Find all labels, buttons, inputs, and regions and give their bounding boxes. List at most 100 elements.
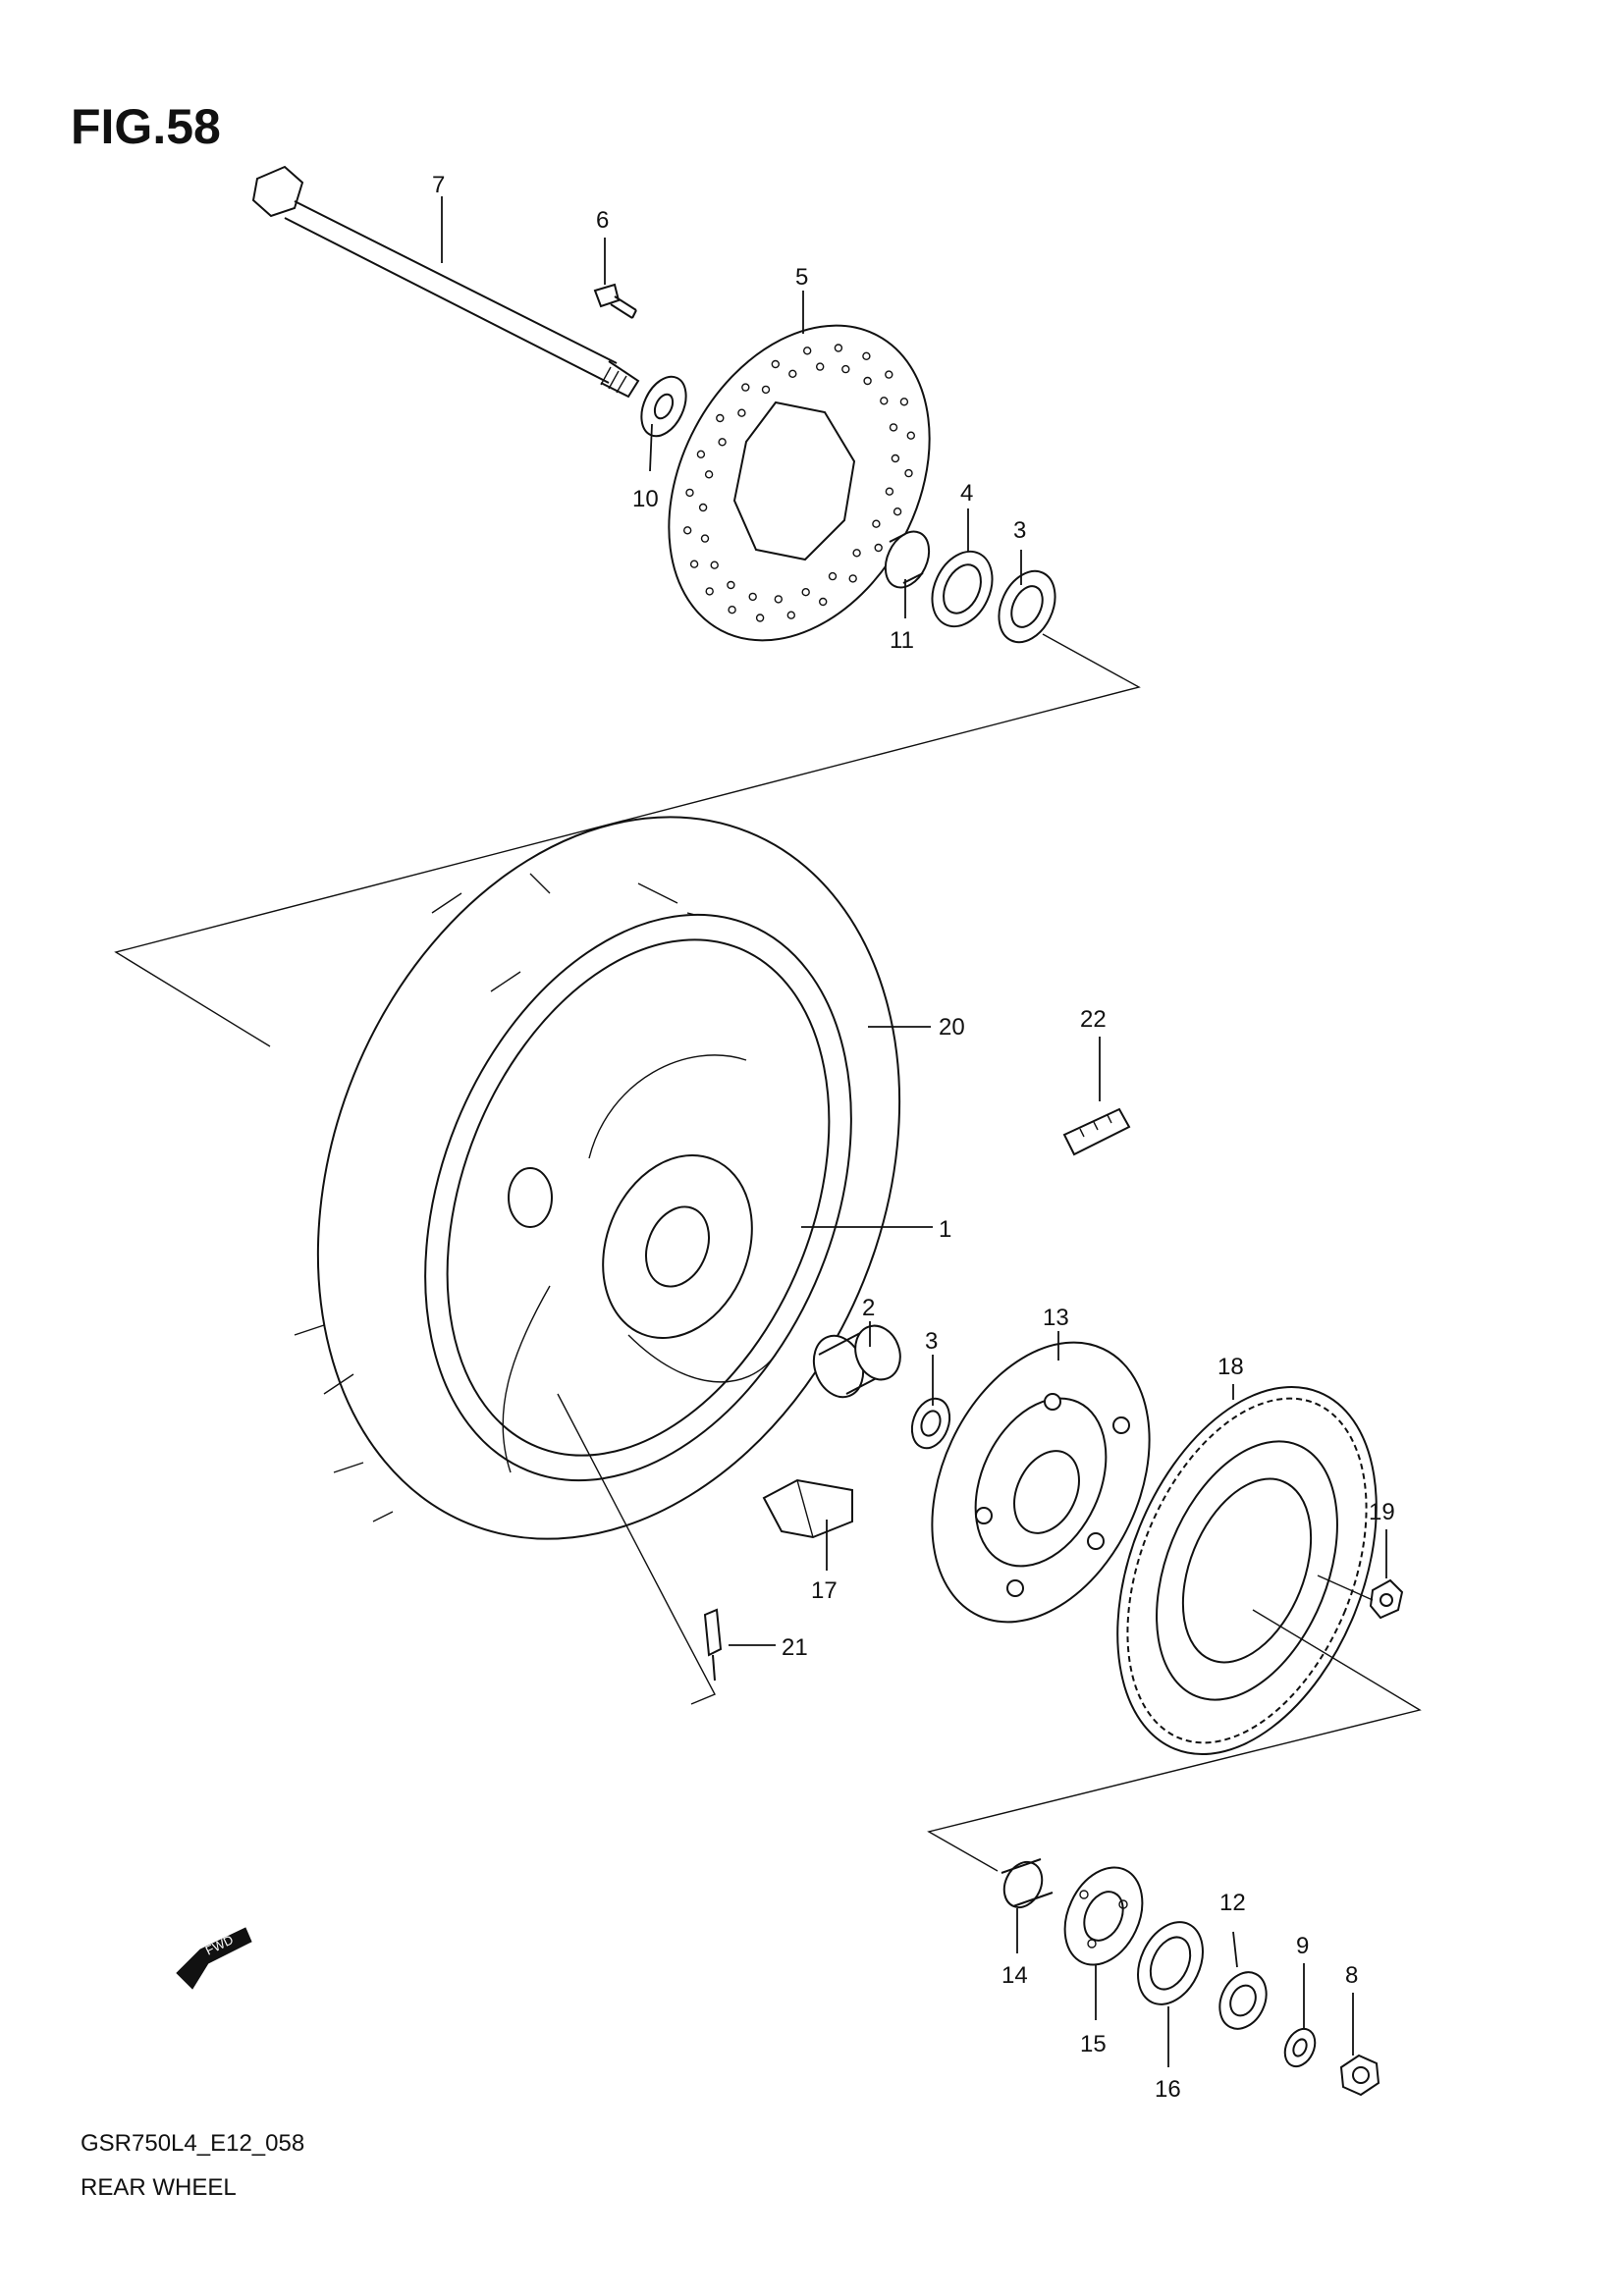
disc-vent-hole <box>848 574 857 583</box>
part-spacer-upper <box>884 530 931 589</box>
disc-vent-hole <box>885 370 893 379</box>
part-bearing-lower <box>910 1397 951 1450</box>
callout-18: 18 <box>1217 1354 1244 1380</box>
disc-vent-hole <box>710 561 719 569</box>
callout-15: 15 <box>1080 2031 1107 2057</box>
fwd-direction-arrow-icon: FWD <box>176 1927 252 1990</box>
callout-9: 9 <box>1296 1933 1309 1959</box>
disc-vent-hole <box>889 423 898 432</box>
part-oil-seal-upper <box>931 550 994 628</box>
disc-vent-hole <box>700 534 710 543</box>
disc-vent-hole <box>893 507 902 516</box>
disc-vent-hole <box>748 592 757 602</box>
callout-10: 10 <box>632 486 659 512</box>
disc-vent-hole <box>698 503 708 512</box>
part-cush-damper <box>762 1478 853 1539</box>
part-oil-seal-16 <box>1137 1921 1204 2005</box>
callout-4: 4 <box>960 480 973 507</box>
assembly-guide-upper <box>114 633 1141 1047</box>
part-brake-disc <box>668 324 931 642</box>
disc-vent-hole <box>828 571 838 581</box>
callout-5: 5 <box>795 264 808 291</box>
part-washer-9 <box>1283 2027 1317 2068</box>
disc-vent-hole <box>863 376 872 386</box>
disc-vent-hole <box>685 488 694 498</box>
callout-16: 16 <box>1155 2076 1181 2103</box>
disc-vent-hole <box>704 470 714 479</box>
part-sprocket-mounting-drum <box>931 1341 1151 1624</box>
disc-vent-hole <box>880 397 889 405</box>
part-rear-wheel <box>424 913 852 1482</box>
disc-vent-hole <box>885 487 894 496</box>
disc-vent-hole <box>803 347 812 355</box>
disc-vent-hole <box>696 450 706 458</box>
callout-13: 13 <box>1043 1305 1069 1331</box>
disc-vent-hole <box>741 383 750 392</box>
callout-6: 6 <box>596 207 609 234</box>
disc-vent-hole <box>872 519 881 528</box>
disc-vent-hole <box>899 398 909 406</box>
callout-3-upper: 3 <box>1013 517 1026 544</box>
assembly-guide-lower <box>927 1609 1422 1872</box>
callout-numbers: 7 6 5 4 3 10 11 20 1 22 2 3 13 18 19 17 … <box>432 172 1395 2103</box>
callout-leaders <box>441 196 1387 2067</box>
disc-vent-hole <box>816 362 825 371</box>
callout-20: 20 <box>939 1014 965 1041</box>
disc-vent-hole <box>819 597 828 607</box>
figure-title: FIG.58 <box>71 99 221 154</box>
callout-12: 12 <box>1219 1890 1246 1916</box>
part-bearing-upper <box>998 569 1056 644</box>
callout-1: 1 <box>939 1216 951 1243</box>
disc-vent-hole <box>904 468 913 478</box>
callout-3-lower: 3 <box>925 1328 938 1355</box>
part-bearing-15 <box>1063 1866 1144 1966</box>
nut-guide <box>1317 1575 1374 1601</box>
disc-vent-hole <box>755 614 765 622</box>
disc-vent-hole <box>728 606 736 614</box>
disc-vent-hole <box>761 385 771 395</box>
callout-17: 17 <box>811 1577 838 1604</box>
callout-22: 22 <box>1080 1006 1107 1033</box>
disc-vent-hole <box>874 543 883 553</box>
diagram-section-name: REAR WHEEL <box>81 2174 237 2201</box>
disc-vent-hole <box>906 431 915 440</box>
disc-vent-hole <box>801 588 810 597</box>
disc-vent-hole <box>774 595 783 604</box>
part-spacer-12 <box>1218 1971 1268 2030</box>
diagram-code: GSR750L4_E12_058 <box>81 2130 305 2157</box>
disc-vent-hole <box>689 560 699 568</box>
callout-8: 8 <box>1345 1962 1358 1989</box>
part-disc-bolt <box>593 283 637 319</box>
disc-vent-hole <box>788 369 797 378</box>
disc-vent-hole <box>716 413 725 423</box>
part-spacer-14 <box>1001 1858 1054 1909</box>
callout-21: 21 <box>782 1634 808 1661</box>
part-balance-weight <box>1062 1107 1131 1156</box>
disc-vent-hole <box>718 438 727 447</box>
callout-7: 7 <box>432 172 445 198</box>
callout-2: 2 <box>862 1295 875 1321</box>
disc-vent-hole <box>852 549 861 558</box>
callout-19: 19 <box>1369 1499 1395 1525</box>
disc-vent-hole <box>771 359 780 369</box>
part-sprocket-nut <box>1369 1578 1404 1620</box>
disc-vent-hole <box>727 580 735 590</box>
part-tire-valve <box>703 1608 723 1682</box>
disc-vent-hole <box>891 454 900 463</box>
part-spacer-2 <box>812 1324 901 1399</box>
disc-vent-hole <box>834 344 843 352</box>
disc-vent-hole <box>683 526 692 535</box>
part-axle <box>251 165 640 399</box>
disc-vent-hole <box>705 587 714 596</box>
callout-14: 14 <box>1001 1962 1028 1989</box>
disc-vent-hole <box>841 364 850 374</box>
disc-vent-hole <box>737 408 746 417</box>
disc-vent-hole <box>786 611 795 619</box>
callout-11: 11 <box>890 627 914 654</box>
disc-vent-hole <box>862 351 871 360</box>
valve-guide <box>557 1393 716 1705</box>
part-axle-washer <box>640 375 687 438</box>
part-rear-sprocket <box>1116 1385 1378 1756</box>
